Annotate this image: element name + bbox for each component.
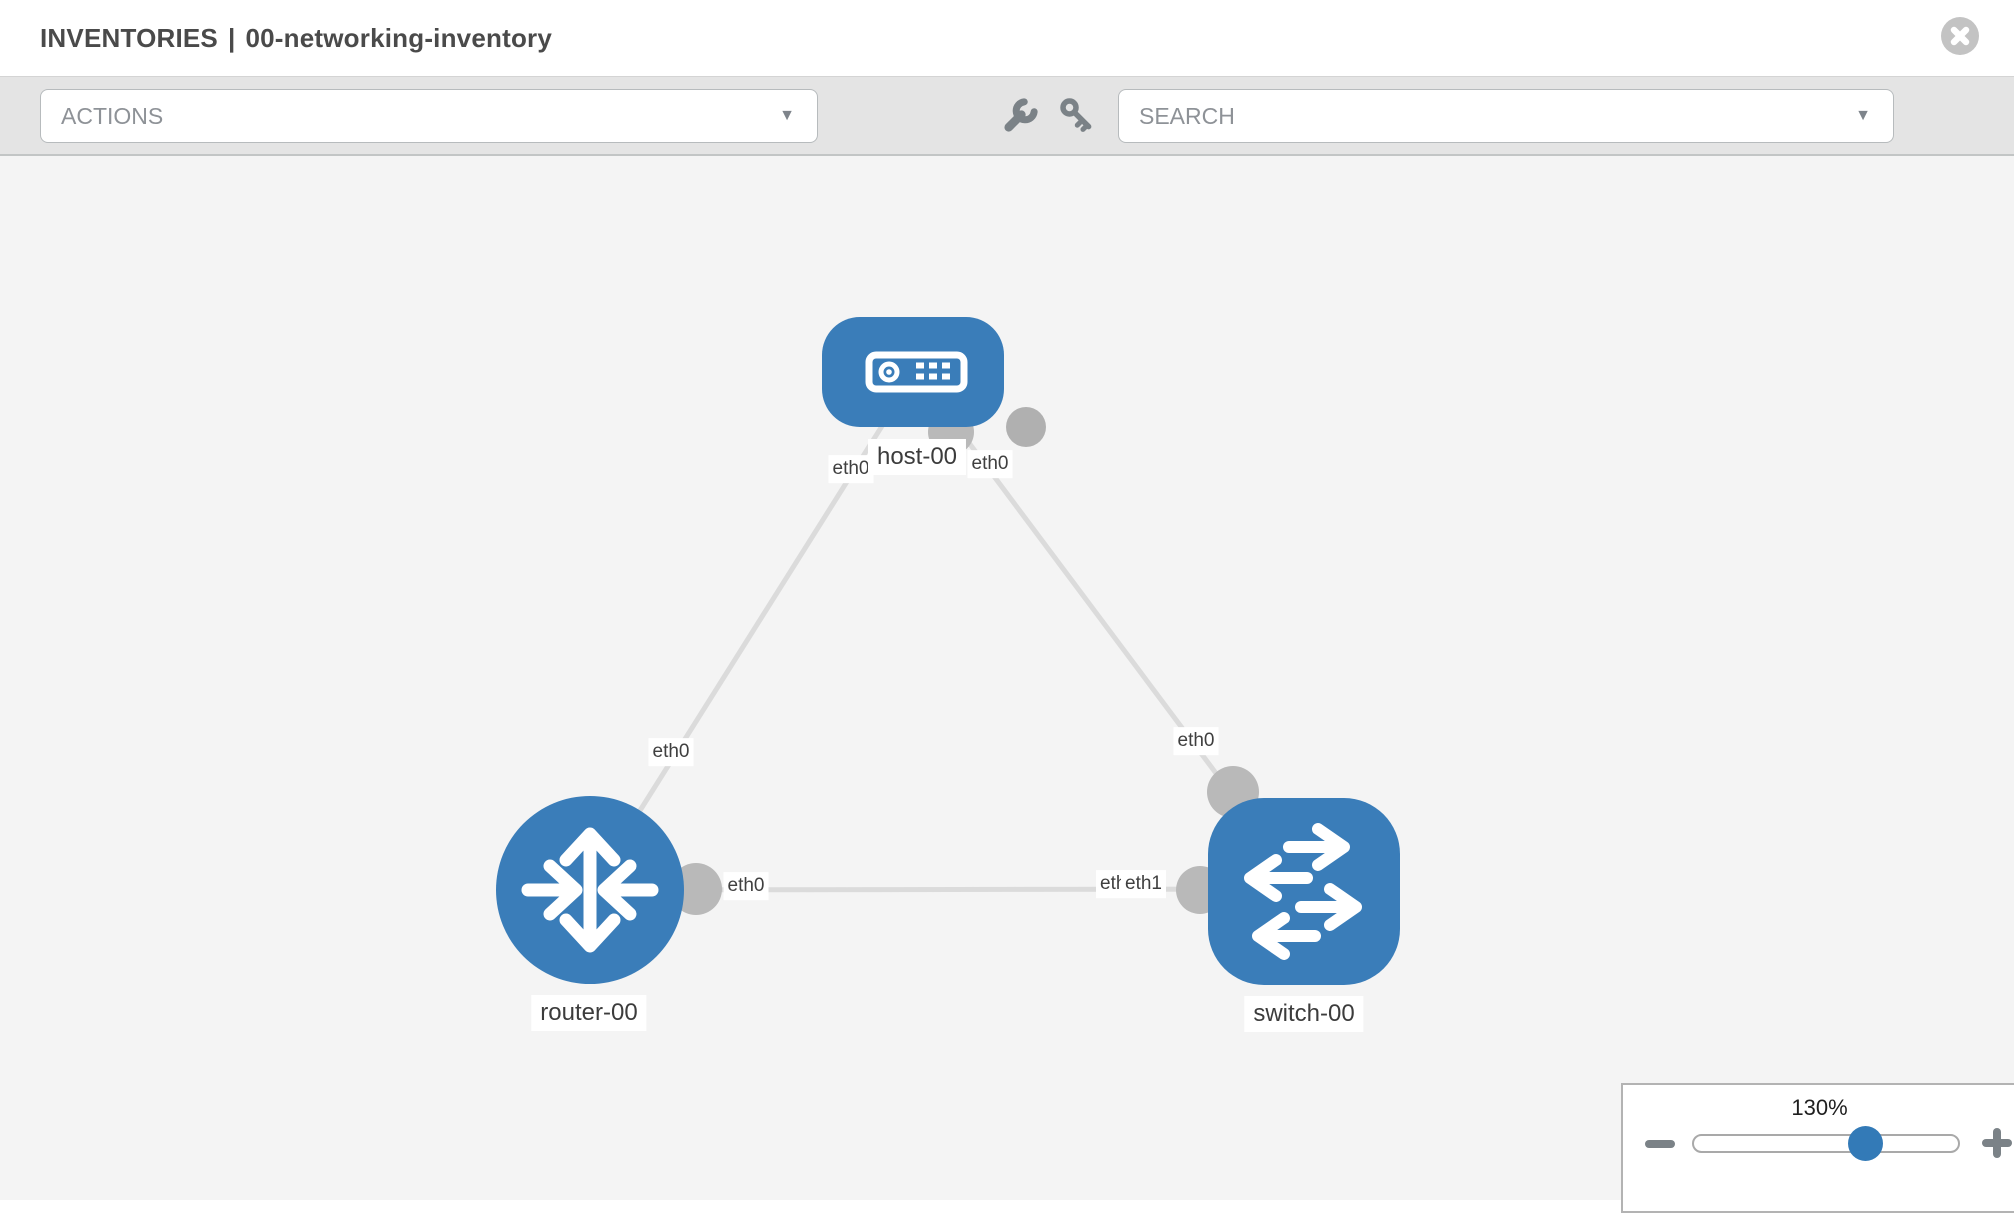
switch-icon [1244,823,1362,960]
interface-label: eth0 [828,455,874,483]
breadcrumb-separator: | [227,22,236,53]
page-title: INVENTORIES | 00-networking-inventory [40,23,552,54]
node-switch[interactable] [1208,798,1400,985]
close-icon [1950,26,1970,46]
interface-label: eth0 [1173,727,1219,755]
node-label-router: router-00 [531,995,647,1031]
actions-dropdown-label: ACTIONS [61,102,164,129]
port-circle-host-right [1006,407,1046,447]
plus-icon [1993,1128,2001,1158]
caret-down-icon: ▼ [779,107,795,124]
search-dropdown-label: SEARCH [1139,102,1235,129]
minus-icon [1645,1140,1675,1148]
zoom-panel: 130% [1621,1083,2014,1213]
search-dropdown[interactable]: SEARCH ▼ [1118,89,1894,143]
zoom-out-button[interactable] [1645,1131,1679,1157]
interface-label: eth1 [1121,870,1166,898]
node-host[interactable] [822,317,1004,427]
inventory-name: 00-networking-inventory [245,22,553,53]
interface-label: eth0 [648,738,694,766]
zoom-slider-track[interactable] [1692,1134,1960,1153]
close-button[interactable] [1941,17,1979,55]
page-header: INVENTORIES | 00-networking-inventory [0,0,2014,76]
node-label-switch: switch-00 [1244,996,1364,1032]
key-button[interactable] [1056,94,1100,143]
topology-canvas[interactable] [0,156,2014,1200]
interface-label: eth0 [723,872,769,900]
toolbar: ACTIONS ▼ SEARCH ▼ [0,76,2014,156]
caret-down-icon: ▼ [1855,107,1871,124]
server-icon [865,351,968,393]
key-icon [1060,98,1092,132]
wrench-icon [1004,98,1038,132]
zoom-slider-knob[interactable] [1848,1126,1883,1161]
breadcrumb-section: INVENTORIES [40,22,218,53]
node-router[interactable] [496,796,684,984]
zoom-in-button[interactable] [1979,1125,2014,1161]
zoom-level-value: 130% [1791,1095,1848,1120]
node-label-host: host-00 [867,439,967,475]
actions-dropdown[interactable]: ACTIONS ▼ [40,89,818,143]
router-icon [521,827,659,953]
wrench-button[interactable] [998,94,1042,143]
interface-label: eth0 [967,450,1013,478]
